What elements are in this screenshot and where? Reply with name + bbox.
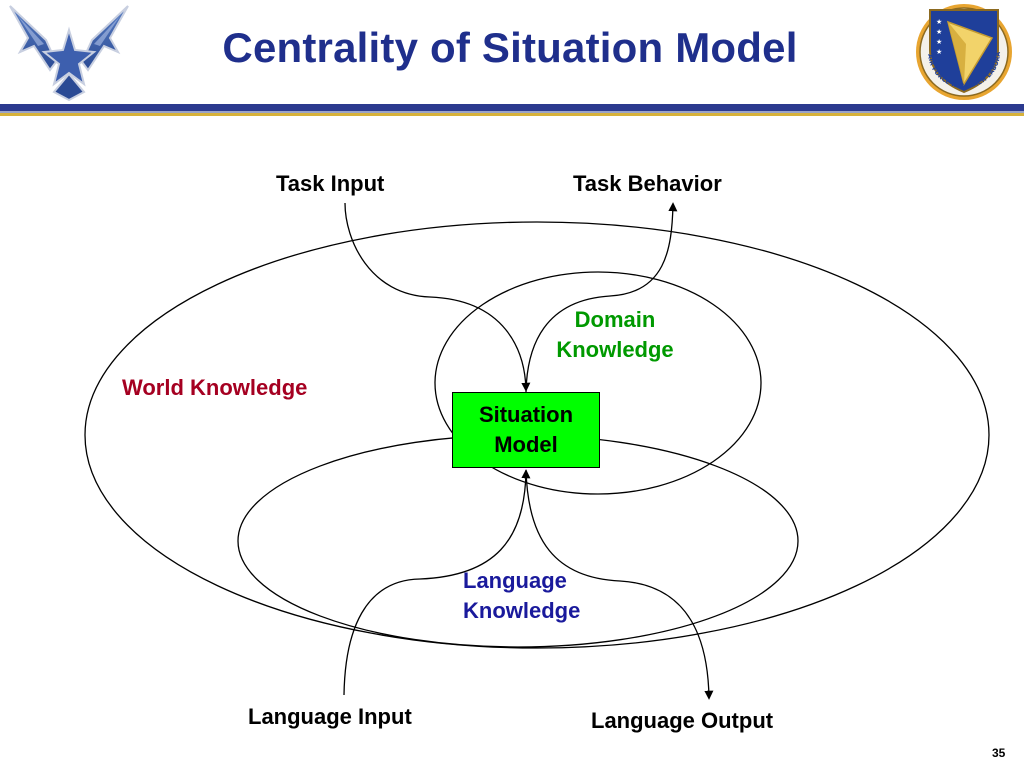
- domain-knowledge-line1: Domain: [574, 307, 656, 332]
- arrow-situation-model-to-task-behavior: [525, 202, 678, 393]
- air-force-wings-icon: [4, 0, 134, 104]
- situation-model-line2: Model: [494, 432, 558, 457]
- arrow-situation-model-to-language-output: [525, 469, 714, 700]
- svg-text:★: ★: [936, 38, 942, 46]
- domain-knowledge-label: Domain Knowledge: [545, 305, 685, 365]
- situation-model-line1: Situation: [478, 402, 574, 427]
- arrow-task-input-to-situation-model: [344, 202, 531, 392]
- language-knowledge-line1: Language: [463, 568, 567, 593]
- language-knowledge-line2: Knowledge: [463, 598, 581, 623]
- svg-text:★: ★: [936, 18, 942, 26]
- task-input-label: Task Input: [276, 171, 385, 196]
- page-number: 35: [992, 746, 1006, 760]
- slide-title: Centrality of Situation Model: [222, 24, 798, 71]
- arrow-language-input-to-situation-model: [343, 469, 531, 696]
- language-output-label: Language Output: [591, 708, 774, 733]
- svg-text:★: ★: [936, 48, 942, 56]
- domain-knowledge-line2: Knowledge: [556, 337, 674, 362]
- header-divider-bar: [0, 104, 1024, 118]
- situation-model-diagram: [84, 202, 990, 700]
- task-behavior-label: Task Behavior: [573, 171, 722, 196]
- language-knowledge-label: Language Knowledge: [463, 566, 580, 626]
- world-knowledge-ellipse: [84, 221, 990, 649]
- svg-text:★: ★: [936, 28, 942, 36]
- situation-model-box: Situation Model: [452, 392, 600, 468]
- world-knowledge-label: World Knowledge: [122, 375, 308, 400]
- research-laboratory-shield-icon: ★ ★ ★ ★ AIR FORCE RESEARCH LABORATORY: [905, 0, 1018, 104]
- domain-knowledge-ellipse: [434, 271, 762, 495]
- language-input-label: Language Input: [248, 704, 412, 729]
